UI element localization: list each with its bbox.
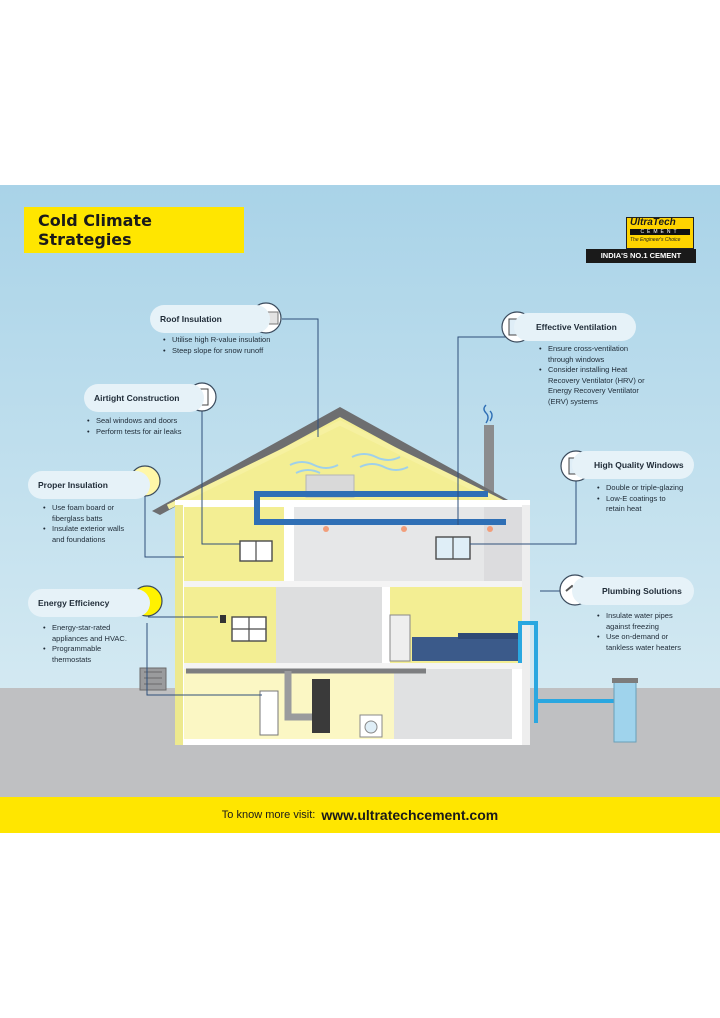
callout-proper-insulation: Proper Insulation bbox=[28, 471, 150, 499]
bullet-item: Insulate water pipes against freezing bbox=[597, 611, 681, 632]
bullet-item: Double or triple-glazing bbox=[597, 483, 683, 494]
bullet-item: Consider installing Heat Recovery Ventil… bbox=[539, 365, 645, 407]
callout-label: Airtight Construction bbox=[94, 393, 180, 403]
callout-bullets: Utilise high R-value insulation Steep sl… bbox=[162, 335, 270, 356]
brand-banner: INDIA'S NO.1 CEMENT bbox=[586, 249, 696, 263]
callout-bullets: Ensure cross-ventilation through windows… bbox=[538, 344, 645, 407]
bullet-item: Energy-star-rated appliances and HVAC. bbox=[43, 623, 127, 644]
callout-airtight-construction: Airtight Construction bbox=[84, 384, 204, 412]
title-banner: Cold Climate Strategies bbox=[24, 207, 244, 253]
callout-bullets: Insulate water pipes against freezing Us… bbox=[596, 611, 681, 653]
callout-label: Plumbing Solutions bbox=[602, 586, 682, 596]
bullet-item: Insulate exterior walls and foundations bbox=[43, 524, 124, 545]
callout-bullets: Double or triple-glazing Low-E coatings … bbox=[596, 483, 683, 515]
bullet-item: Perform tests for air leaks bbox=[87, 427, 182, 438]
bullet-item: Ensure cross-ventilation through windows bbox=[539, 344, 645, 365]
footer-banner: To know more visit: www.ultratechcement.… bbox=[0, 797, 720, 833]
bullet-item: Low-E coatings to retain heat bbox=[597, 494, 683, 515]
callout-label: Energy Efficiency bbox=[38, 598, 110, 608]
infographic-poster: Cold Climate Strategies UltraTech CEMENT… bbox=[0, 185, 720, 833]
callout-high-quality-windows: High Quality Windows bbox=[572, 451, 694, 479]
bullet-item: Utilise high R-value insulation bbox=[163, 335, 270, 346]
callout-bullets: Seal windows and doors Perform tests for… bbox=[86, 416, 182, 438]
callout-effective-ventilation: Effective Ventilation bbox=[514, 313, 636, 341]
house-illustration bbox=[0, 185, 720, 798]
callout-label: High Quality Windows bbox=[594, 460, 684, 470]
callout-label: Proper Insulation bbox=[38, 480, 108, 490]
callout-label: Effective Ventilation bbox=[536, 322, 617, 332]
callout-label: Roof Insulation bbox=[160, 314, 222, 324]
brand-tagline: The Engineer's Choice bbox=[630, 237, 681, 243]
bullet-item: Use on-demand or tankless water heaters bbox=[597, 632, 681, 653]
bullet-item: Use foam board or fiberglass batts bbox=[43, 503, 124, 524]
brand-sub: CEMENT bbox=[630, 229, 690, 235]
brand-logo: UltraTech CEMENT The Engineer's Choice I… bbox=[586, 197, 696, 263]
callout-plumbing-solutions: Plumbing Solutions bbox=[572, 577, 694, 605]
callout-bullets: Energy-star-rated appliances and HVAC. P… bbox=[42, 623, 127, 665]
brand-name: UltraTech bbox=[630, 217, 676, 228]
footer-url-link[interactable]: www.ultratechcement.com bbox=[321, 807, 499, 823]
callout-energy-efficiency: Energy Efficiency bbox=[28, 589, 150, 617]
callout-bullets: Use foam board or fiberglass batts Insul… bbox=[42, 503, 124, 545]
bullet-item: Seal windows and doors bbox=[87, 416, 181, 427]
bullet-item: Steep slope for snow runoff bbox=[163, 346, 270, 357]
callout-roof-insulation: Roof Insulation bbox=[150, 305, 270, 333]
footer-label: To know more visit: bbox=[221, 809, 316, 821]
page-title: Cold Climate Strategies bbox=[38, 211, 152, 249]
bullet-item: Programmable thermostats bbox=[43, 644, 127, 665]
